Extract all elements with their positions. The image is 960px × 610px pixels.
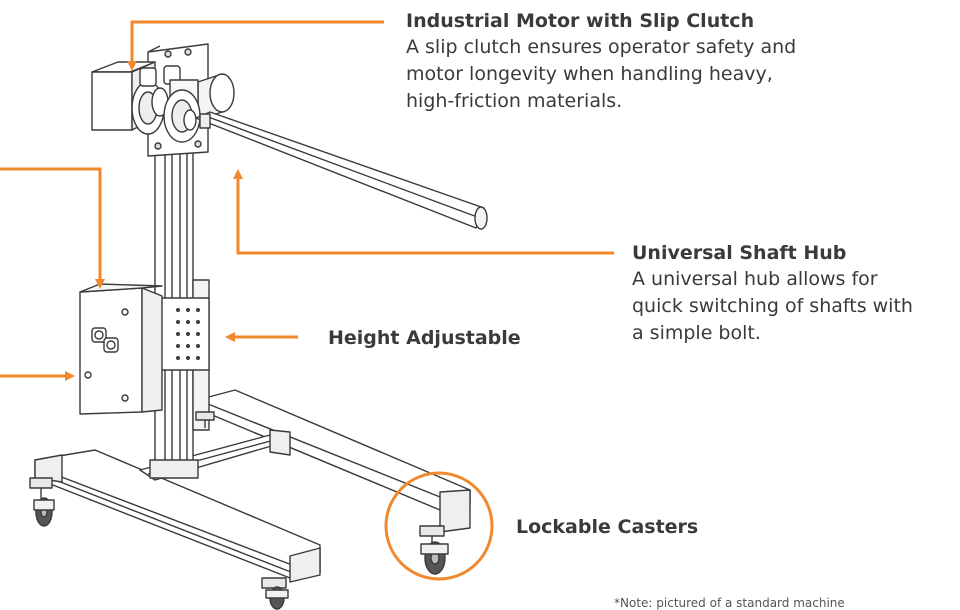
- callout-motor-desc-line-3: high-friction materials.: [406, 90, 623, 112]
- shaft: [195, 111, 488, 230]
- casters-highlight-circle: [384, 471, 494, 581]
- callout-motor-desc-line-1: A slip clutch ensures operator safety an…: [406, 36, 797, 58]
- footnote: *Note: pictured of a standard machine: [614, 596, 845, 610]
- caster-rear-right: [419, 525, 449, 575]
- callout-shaft-hub: Universal Shaft Hub A universal hub allo…: [632, 240, 913, 347]
- callout-motor-desc-line-2: motor longevity when handling heavy,: [406, 63, 773, 85]
- machine-illustration: [29, 43, 488, 610]
- callout-casters-title: Lockable Casters: [516, 516, 699, 538]
- callout-motor: Industrial Motor with Slip Clutch A slip…: [406, 8, 796, 115]
- callout-shaft-hub-desc-line-3: a simple bolt.: [632, 322, 761, 344]
- cable-gland-1: [91, 327, 107, 343]
- callout-casters: Lockable Casters: [516, 514, 698, 540]
- leader-motor: [127, 20, 384, 71]
- shaft-hub: [163, 89, 201, 143]
- callout-shaft-hub-desc-line-1: A universal hub allows for: [632, 268, 878, 290]
- callout-motor-title: Industrial Motor with Slip Clutch: [406, 10, 755, 32]
- base-rear-rail: [204, 389, 471, 533]
- control-box: [79, 283, 163, 415]
- leader-control-box-top: [0, 167, 105, 289]
- cable-gland-2: [103, 337, 119, 353]
- callout-shaft-hub-title: Universal Shaft Hub: [632, 242, 847, 264]
- base-front-rail: [34, 449, 321, 583]
- callout-height: Height Adjustable: [328, 325, 521, 351]
- callout-height-title: Height Adjustable: [328, 327, 521, 349]
- caster-front-right: [261, 577, 289, 610]
- leader-shaft-hub: [233, 169, 614, 255]
- caster-rear-left: [195, 411, 215, 428]
- caster-front-left: [29, 477, 55, 527]
- callout-leaders: [0, 20, 614, 581]
- indicator-switch: [84, 371, 92, 379]
- callout-shaft-hub-desc-line-2: quick switching of shafts with: [632, 295, 913, 317]
